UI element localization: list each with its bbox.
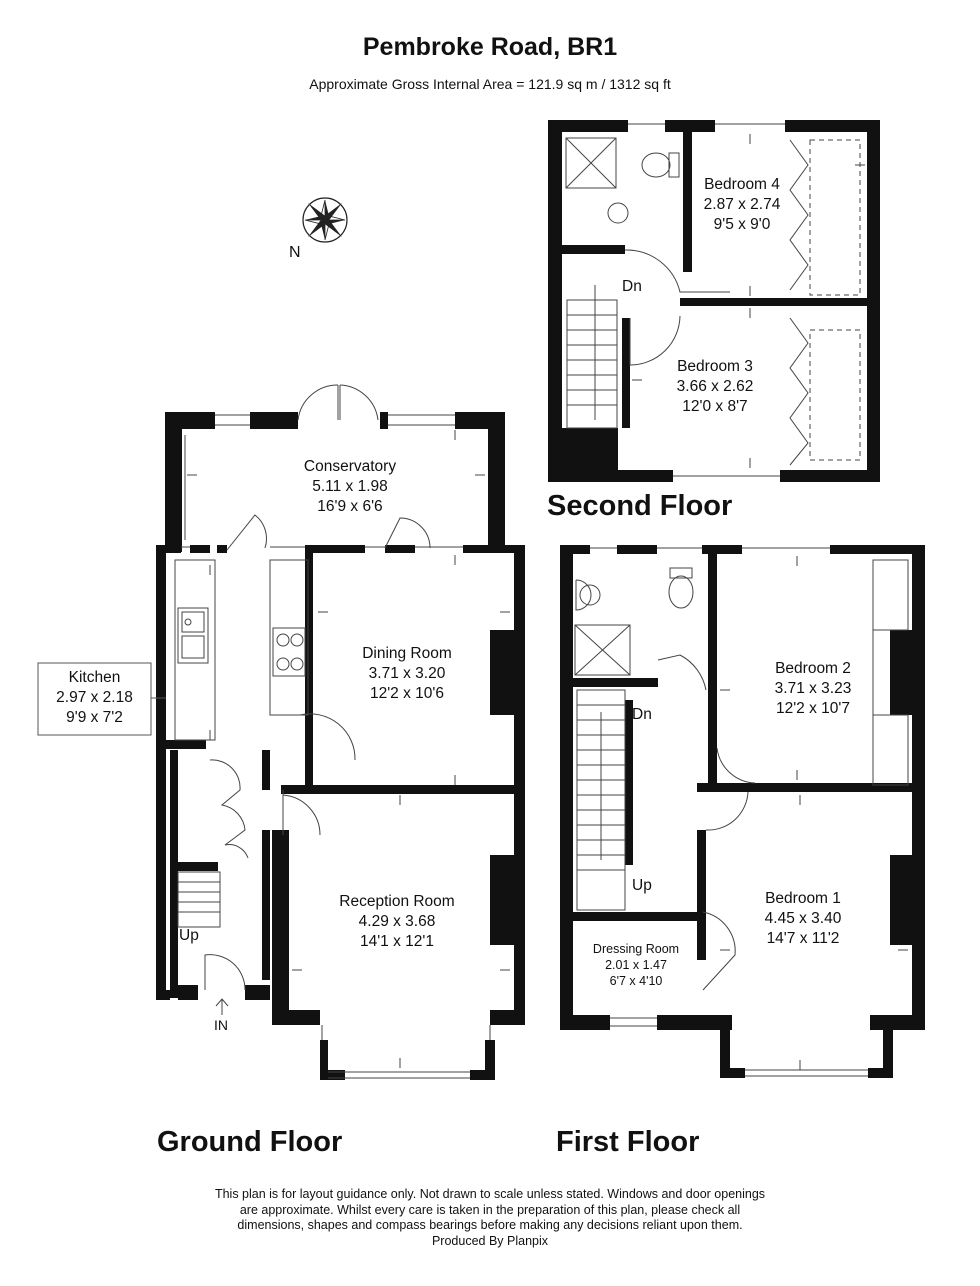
disclaimer: This plan is for layout guidance only. N…: [0, 1187, 980, 1249]
room-label-reception-room: Reception Room 4.29 x 3.68 14'1 x 12'1: [312, 892, 482, 952]
room-metric: 2.87 x 2.74: [703, 196, 781, 213]
room-imperial: 14'1 x 12'1: [359, 933, 434, 950]
disclaimer-line: are approximate. Whilst every care is ta…: [239, 1202, 741, 1217]
room-metric: 3.71 x 3.23: [774, 680, 852, 697]
room-imperial: 6'7 x 4'10: [609, 974, 663, 988]
stairs-up-label: Up: [179, 927, 199, 944]
room-metric: 2.01 x 1.47: [605, 958, 667, 972]
page-title: Pembroke Road, BR1: [362, 33, 618, 61]
room-imperial: 12'2 x 10'6: [369, 685, 444, 702]
room-imperial: 9'5 x 9'0: [713, 216, 771, 233]
room-metric: 4.45 x 3.40: [764, 910, 842, 927]
room-name: Bedroom 1: [765, 890, 841, 907]
room-name: Kitchen: [68, 669, 121, 686]
ground-floor-details: [174, 384, 510, 1079]
room-label-bedroom-4: Bedroom 4 2.87 x 2.74 9'5 x 9'0: [682, 175, 802, 235]
floor-label-first: First Floor: [556, 1126, 700, 1158]
room-imperial: 12'0 x 8'7: [682, 398, 748, 415]
compass-icon: [302, 197, 348, 243]
disclaimer-line: This plan is for layout guidance only. N…: [214, 1187, 766, 1201]
room-metric: 3.66 x 2.62: [676, 378, 754, 395]
room-imperial: 14'7 x 11'2: [766, 930, 840, 947]
room-name: Bedroom 4: [704, 176, 780, 193]
ground-floor-plan: [156, 412, 525, 1080]
room-name: Bedroom 2: [775, 660, 851, 677]
floor-label-second: Second Floor: [547, 490, 733, 522]
room-metric: 4.29 x 3.68: [358, 913, 436, 930]
room-label-bedroom-2: Bedroom 2 3.71 x 3.23 12'2 x 10'7: [728, 659, 898, 719]
disclaimer-line: dimensions, shapes and compass bearings …: [237, 1218, 743, 1232]
room-metric: 2.97 x 2.18: [56, 689, 133, 706]
room-imperial: 16'9 x 6'6: [317, 498, 383, 515]
room-name: Dining Room: [362, 645, 452, 662]
stairs-down-label: Dn: [622, 278, 642, 295]
kitchen-label-box: [37, 662, 166, 736]
second-floor-plan: [548, 120, 880, 482]
room-label-dressing-room: Dressing Room 2.01 x 1.47 6'7 x 4'10: [576, 941, 696, 989]
room-name: Dressing Room: [592, 942, 680, 956]
room-name: Reception Room: [339, 893, 455, 910]
floor-label-ground: Ground Floor: [157, 1126, 343, 1158]
room-metric: 5.11 x 1.98: [312, 478, 388, 495]
room-name: Conservatory: [303, 458, 397, 475]
room-label-dining-room: Dining Room 3.71 x 3.20 12'2 x 10'6: [322, 644, 492, 704]
room-imperial: 12'2 x 10'7: [775, 700, 850, 717]
room-metric: 3.71 x 3.20: [368, 665, 446, 682]
second-floor-details: [565, 123, 865, 477]
producer-credit: Produced By Planpix: [431, 1233, 549, 1248]
room-label-conservatory: Conservatory 5.11 x 1.98 16'9 x 6'6: [265, 457, 435, 517]
stairs-down-label: Dn: [632, 706, 652, 723]
room-label-kitchen: Kitchen 2.97 x 2.18 9'9 x 7'2: [38, 668, 151, 728]
room-imperial: 9'9 x 7'2: [66, 709, 123, 726]
entrance-label: IN: [214, 1017, 228, 1033]
gross-area-text: Approximate Gross Internal Area = 121.9 …: [309, 76, 671, 92]
room-name: Bedroom 3: [677, 358, 753, 375]
compass-north-label: N: [289, 244, 301, 261]
first-floor-plan: [560, 545, 925, 1078]
room-label-bedroom-3: Bedroom 3 3.66 x 2.62 12'0 x 8'7: [655, 357, 775, 417]
stairs-up-label: Up: [632, 877, 652, 894]
room-label-bedroom-1: Bedroom 1 4.45 x 3.40 14'7 x 11'2: [718, 889, 888, 949]
first-floor-details: [574, 547, 909, 1077]
